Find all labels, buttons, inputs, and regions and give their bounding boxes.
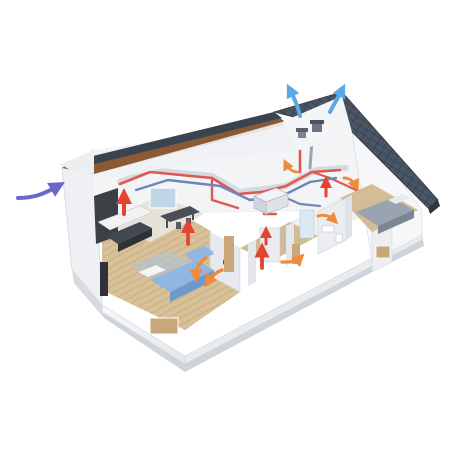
shower-glass	[299, 209, 315, 239]
warm-air-arrow-icon	[189, 256, 208, 283]
exhaust-arrow-icon	[286, 83, 302, 118]
coffee-table	[137, 264, 167, 278]
attic-ceiling	[94, 122, 352, 178]
warm-air-arrow-icon	[316, 211, 339, 225]
bed	[356, 198, 414, 226]
warm-air-arrow-icon	[204, 268, 224, 288]
extract-duct-main	[134, 176, 338, 202]
washbasin	[321, 225, 335, 233]
partition-wall-hall	[248, 240, 256, 286]
ventilation-unit-icon	[253, 187, 289, 215]
kitchen-window	[149, 187, 177, 209]
partition-wall-bedroom	[346, 195, 352, 240]
kitchen-area	[94, 187, 200, 252]
foundation-slab	[72, 270, 104, 318]
warm-air-arrow-icon	[280, 253, 305, 268]
bed-pillows	[388, 194, 410, 204]
roof-left-slope	[60, 112, 282, 170]
bed-front	[378, 210, 414, 234]
kitchen-island	[106, 222, 152, 244]
toilet	[335, 233, 343, 243]
bedroom	[356, 194, 414, 259]
sofa-back	[170, 270, 214, 302]
warm-air-arrow-icon	[283, 158, 300, 174]
roof-vent-caps	[296, 120, 324, 138]
living-window	[149, 317, 179, 335]
kitchen-tall-units	[94, 188, 118, 244]
intake-arrow-icon	[16, 182, 65, 200]
rug	[130, 250, 204, 286]
roof-timber-edge	[62, 118, 288, 174]
exhaust-arrow-icon	[328, 83, 346, 114]
left-gable-overhang	[60, 150, 94, 174]
armchair	[184, 246, 214, 262]
supply-duct-main	[118, 168, 342, 196]
kitchen-island-front	[118, 228, 152, 252]
warm-air-arrow-icon	[342, 176, 359, 192]
front-wall-right	[184, 231, 423, 365]
bedroom-window	[375, 245, 391, 259]
roof-right-fascia	[428, 200, 440, 214]
tv-cabinet	[100, 262, 108, 296]
hall-door	[224, 236, 234, 272]
